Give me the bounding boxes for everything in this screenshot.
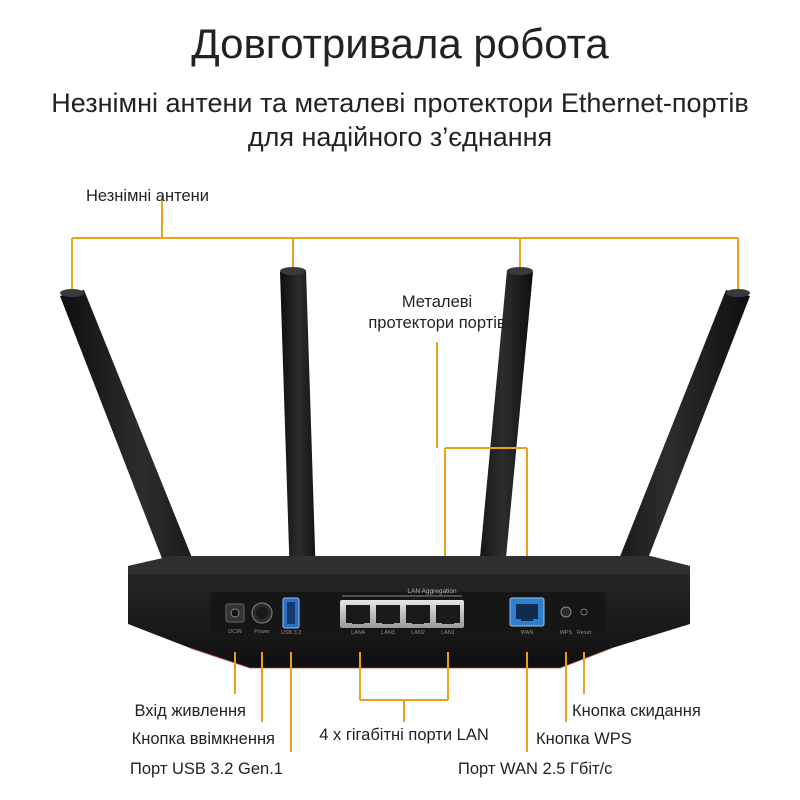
ethernet-port-icon	[346, 605, 370, 624]
port-label: LAN4	[351, 630, 365, 636]
antenna-callout-lines	[71, 196, 739, 290]
port-label: WAN	[521, 630, 534, 636]
wan-port-icon	[509, 597, 545, 627]
ethernet-port-icon	[406, 605, 430, 624]
page-title: Довготривала робота	[191, 20, 609, 67]
port-protectors-label-line2: протектори портів	[368, 314, 506, 332]
power-jack-icon	[225, 603, 245, 623]
lan-aggregation-label: LAN Aggregation	[407, 588, 457, 595]
power-button-label: Кнопка ввімкнення	[131, 730, 275, 748]
port-label: WPS	[560, 630, 573, 636]
port-label: LAN3	[381, 630, 395, 636]
lan-ports	[340, 600, 464, 628]
page-subtitle-line1: Незнімні антени та металеві протектори E…	[51, 88, 749, 118]
reset-button-icon	[580, 608, 588, 616]
port-label: DCIN	[228, 629, 241, 635]
wps-button-label: Кнопка WPS	[536, 730, 632, 748]
usb-port-icon	[282, 597, 300, 629]
port-label: Power	[254, 629, 270, 635]
page-subtitle-line2: для надійного з’єднання	[247, 122, 553, 152]
antenna-icon	[280, 267, 318, 642]
port-label: USB 3.2	[281, 630, 301, 636]
port-label: Reset	[577, 630, 592, 636]
wps-button-icon	[560, 606, 572, 618]
lan-ports-label: 4 x гігабітні порти LAN	[319, 726, 489, 744]
antennas-label: Незнімні антени	[86, 187, 209, 205]
power-button-icon	[251, 602, 273, 624]
port-label: LAN2	[411, 630, 425, 636]
reset-button-label: Кнопка скидання	[572, 702, 701, 720]
usb-port-label: Порт USB 3.2 Gen.1	[130, 760, 283, 778]
port-label: LAN1	[441, 630, 455, 636]
power-input-label: Вхід живлення	[134, 702, 246, 720]
ethernet-port-icon	[376, 605, 400, 624]
bottom-callout-lines	[234, 652, 585, 752]
ethernet-port-icon	[436, 605, 460, 624]
wan-port-label: Порт WAN 2.5 Гбіт/с	[458, 760, 613, 778]
port-protectors-label-line1: Металеві	[401, 293, 473, 311]
antenna-icon	[472, 267, 533, 642]
